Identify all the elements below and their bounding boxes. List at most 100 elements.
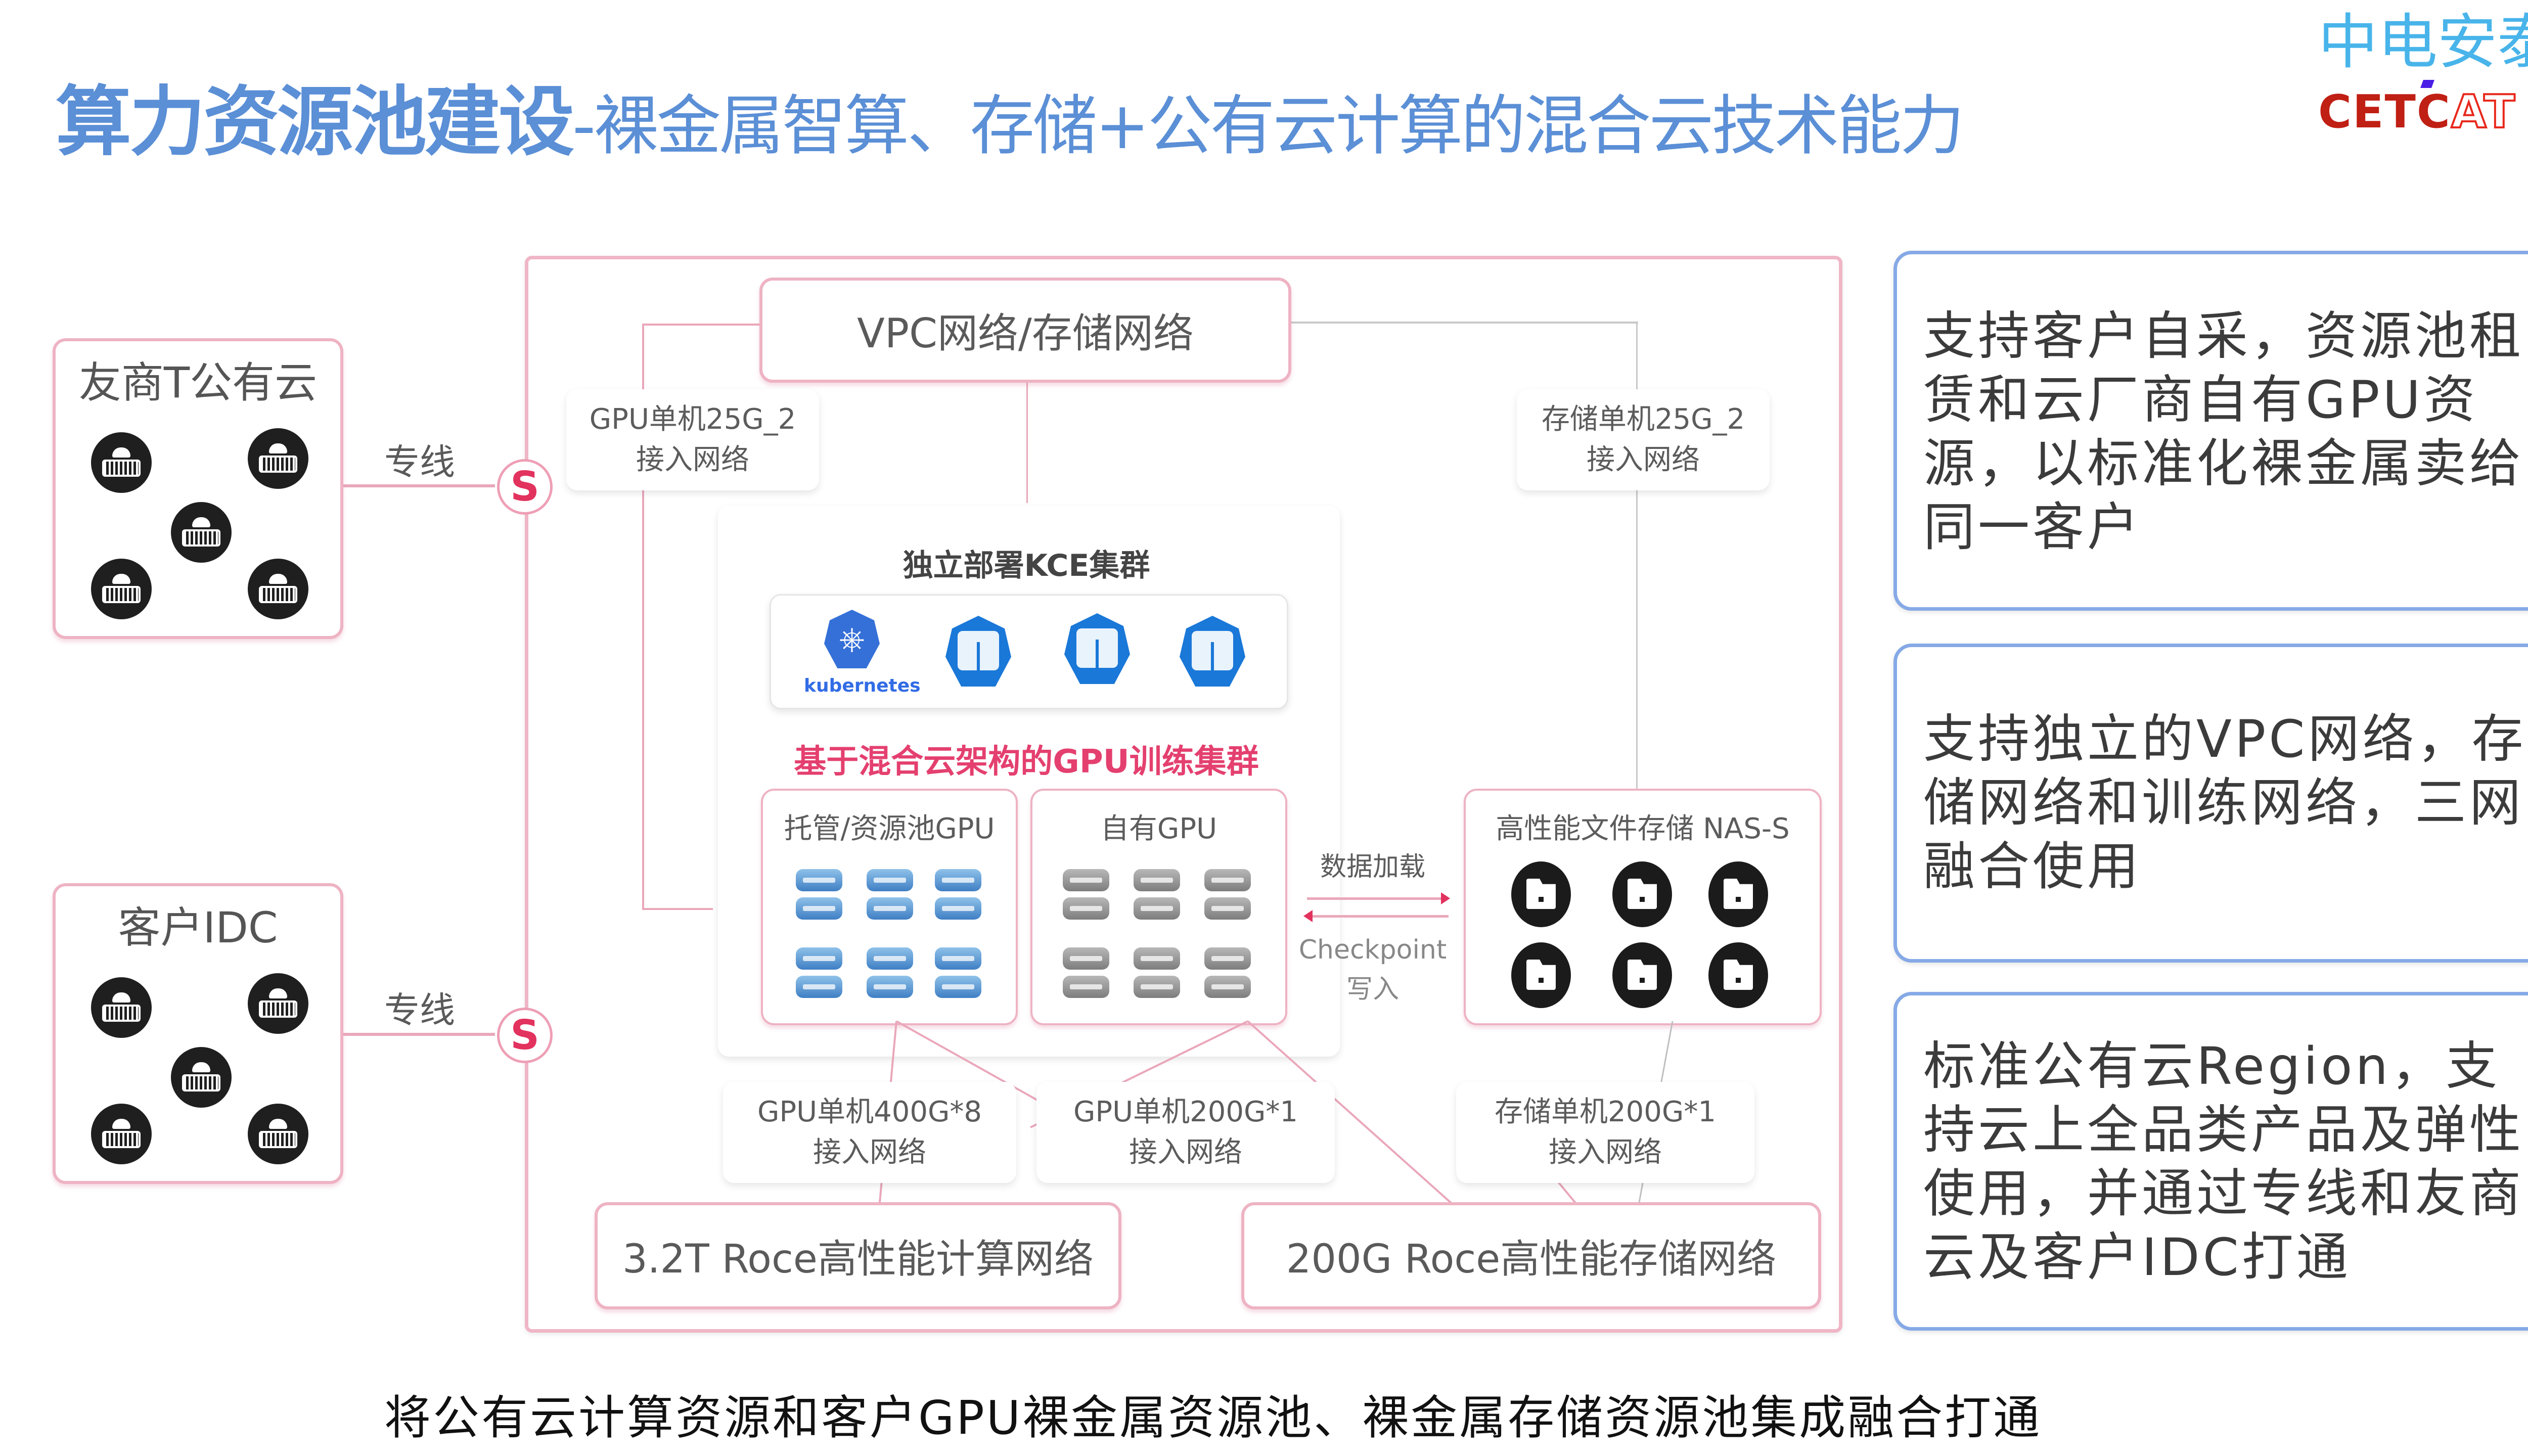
connector-line (642, 324, 644, 910)
title-sub: -裸金属智算、存储+公有云计算的混合云技术能力 (572, 88, 1964, 164)
connector-line (1289, 322, 1638, 324)
kubernetes-icon: ⎈ (824, 610, 880, 668)
external-box-customer-idc: 客户IDC (53, 883, 343, 1184)
arrow-head-right-icon (1441, 892, 1450, 904)
gpu-server-icon (1063, 947, 1109, 1000)
access-label-line: 存储单机25G_2 (1541, 403, 1745, 436)
access-label-line: 存储单机200G*1 (1495, 1096, 1716, 1128)
feature-panel-text: 标准公有云Region，支持云上全品类产品及弹性使用，并通过专线和友商云及客户I… (1923, 1036, 2524, 1288)
access-label-line: 接入网络 (1587, 443, 1700, 476)
nas-folder-icon (1708, 942, 1768, 1008)
own-gpu-box: 自有GPU (1030, 789, 1287, 1025)
gpu-cluster-title: 基于混合云架构的GPU训练集群 (794, 743, 1259, 781)
connector-line (1026, 382, 1028, 503)
gpu-server-icon (1063, 869, 1109, 922)
cloud-server-icon (91, 1104, 152, 1164)
access-label-line: GPU单机25G_2 (589, 403, 796, 436)
link-line (343, 484, 495, 487)
access-label-line: 接入网络 (1549, 1136, 1662, 1169)
storage-network-label: 200G Roce高性能存储网络 (1286, 1237, 1777, 1282)
access-label-line: GPU单机200G*1 (1073, 1096, 1298, 1128)
company-logo: 中电安泰 CETCAT (2318, 9, 2528, 141)
slide-caption: 将公有云计算资源和客户GPU裸金属资源池、裸金属存储资源池集成融合打通 (384, 1391, 2042, 1445)
vpc-storage-network-label: VPC网络/存储网络 (857, 310, 1194, 357)
gpu-server-icon (1134, 869, 1180, 922)
nas-folder-icon (1612, 861, 1672, 927)
own-gpu-label: 自有GPU (1100, 812, 1217, 845)
hosted-gpu-label: 托管/资源池GPU (784, 812, 995, 845)
cloud-server-icon (248, 1104, 308, 1164)
link-line (343, 1033, 495, 1036)
gpu-server-icon (935, 869, 981, 922)
gpu-server-icon (796, 869, 842, 922)
cloud-server-icon (171, 502, 232, 563)
external-box-title: 友商T公有云 (78, 358, 318, 407)
checkpoint-label: Checkpoint 写入 (1292, 930, 1454, 1009)
feature-panel-region: 标准公有云Region，支持云上全品类产品及弹性使用，并通过专线和友商云及客户I… (1893, 992, 2528, 1331)
gpu-server-icon (935, 947, 981, 1000)
cloud-server-icon (91, 432, 152, 493)
cloud-server-icon (248, 428, 308, 489)
gpu-server-icon (867, 869, 913, 922)
connector-icon: S (497, 459, 553, 515)
data-load-label: 数据加载 (1320, 852, 1425, 882)
slide-title: 算力资源池建设-裸金属智算、存储+公有云计算的混合云技术能力 (56, 61, 1964, 170)
nas-storage-box: 高性能文件存储 NAS-S (1464, 789, 1822, 1025)
storage-network-box: 200G Roce高性能存储网络 (1241, 1202, 1821, 1309)
arrow-head-left-icon (1303, 910, 1313, 922)
feature-panel-text: 支持客户自采，资源池租赁和云厂商自有GPU资源，以标准化裸金属卖给同一客户 (1923, 306, 2524, 558)
title-main: 算力资源池建设 (56, 78, 574, 166)
connector-icon: S (497, 1008, 553, 1063)
access-label-gpu-200g: GPU单机200G*1 接入网络 (1036, 1082, 1335, 1183)
connector-line (642, 908, 713, 910)
kce-node-icon (945, 616, 1011, 687)
cloud-server-icon (248, 559, 308, 619)
access-label-line: 接入网络 (636, 443, 749, 476)
link-label: 专线 (384, 989, 455, 1031)
kubernetes-label: kubernetes (804, 675, 921, 696)
nas-storage-label: 高性能文件存储 NAS-S (1496, 812, 1790, 845)
external-box-public-cloud: 友商T公有云 (53, 338, 343, 639)
arrow-right (1307, 897, 1443, 900)
access-label-storage-200g: 存储单机200G*1 接入网络 (1456, 1082, 1754, 1183)
kce-node-icon (1180, 616, 1245, 687)
feature-panel-network: 支持独立的VPC网络，存储网络和训练网络，三网融合使用 (1893, 644, 2528, 963)
access-label-gpu-25g: GPU单机25G_2 接入网络 (566, 389, 819, 490)
kce-cluster-title: 独立部署KCE集群 (902, 548, 1150, 583)
gpu-server-icon (1204, 869, 1251, 922)
access-label-gpu-400g: GPU单机400G*8 接入网络 (723, 1082, 1016, 1183)
connector-line (642, 324, 763, 326)
gpu-server-icon (796, 947, 842, 1000)
hosted-gpu-box: 托管/资源池GPU (761, 789, 1018, 1025)
nas-folder-icon (1612, 942, 1672, 1008)
cloud-server-icon (91, 559, 152, 619)
kce-cluster-box: ⎈ kubernetes (770, 594, 1288, 709)
logo-text-en: CETCAT (2318, 85, 2516, 139)
checkpoint-line: Checkpoint (1298, 935, 1447, 965)
kce-node-icon (1064, 613, 1130, 684)
connector-line (1636, 322, 1638, 792)
access-label-storage-25g: 存储单机25G_2 接入网络 (1517, 389, 1770, 490)
checkpoint-line: 写入 (1346, 974, 1399, 1005)
gpu-server-icon (1204, 947, 1251, 1000)
access-label-line: 接入网络 (813, 1136, 926, 1169)
feature-panel-text: 支持独立的VPC网络，存储网络和训练网络，三网融合使用 (1923, 709, 2526, 897)
nas-folder-icon (1708, 861, 1768, 927)
nas-folder-icon (1511, 861, 1571, 927)
link-label: 专线 (384, 441, 455, 483)
vpc-storage-network-box: VPC网络/存储网络 (759, 278, 1291, 383)
gpu-server-icon (1134, 947, 1180, 1000)
cloud-server-icon (91, 977, 152, 1038)
cloud-server-icon (171, 1047, 232, 1108)
compute-network-label: 3.2T Roce高性能计算网络 (622, 1237, 1094, 1282)
nas-folder-icon (1511, 942, 1571, 1008)
arrow-left (1312, 915, 1449, 918)
cloud-server-icon (248, 973, 308, 1034)
external-box-title: 客户IDC (118, 903, 278, 952)
logo-text-cn: 中电安泰 (2318, 7, 2528, 77)
feature-panel-resources: 支持客户自采，资源池租赁和云厂商自有GPU资源，以标准化裸金属卖给同一客户 (1893, 251, 2528, 611)
access-label-line: 接入网络 (1129, 1136, 1242, 1169)
access-label-line: GPU单机400G*8 (757, 1096, 982, 1128)
compute-network-box: 3.2T Roce高性能计算网络 (595, 1202, 1121, 1309)
gpu-server-icon (867, 947, 913, 1000)
